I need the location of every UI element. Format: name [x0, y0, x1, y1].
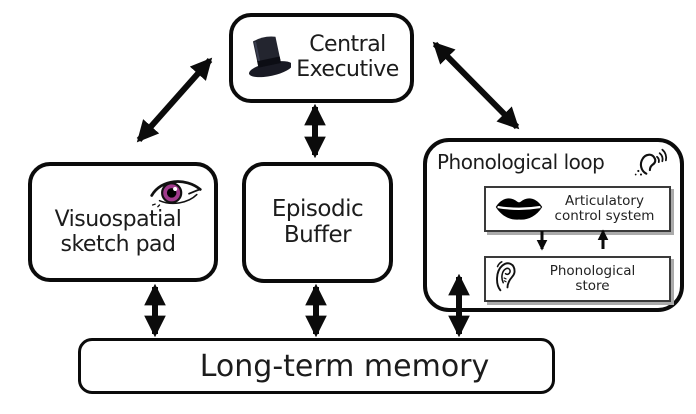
listening-ear-icon [630, 147, 668, 183]
articulatory-line2: control system [554, 208, 655, 224]
visuospatial-line1: Visuospatial [54, 207, 182, 232]
phonological-store-line1: Phonological [549, 262, 636, 279]
articulatory-control-system-label: Articulatory control system [544, 192, 665, 224]
central-executive-box: Central Executive [229, 13, 414, 103]
articulatory-line1: Articulatory [565, 192, 644, 209]
episodic-buffer-box: Episodic Buffer [242, 162, 393, 283]
long-term-memory-box: Long-term memory [78, 338, 555, 394]
visuospatial-line2: sketch pad [60, 231, 176, 257]
phonological-store-box: Phonological store [484, 256, 671, 302]
episodic-buffer-line1: Episodic [271, 195, 364, 222]
central-executive-line2: Executive [296, 57, 399, 82]
episodic-buffer-line2: Buffer [283, 221, 352, 248]
articulatory-control-system-box: Articulatory control system [484, 186, 671, 232]
phonological-store-label: Phonological store [520, 262, 665, 294]
episodic-buffer-label: Episodic Buffer [271, 195, 364, 249]
long-term-memory-label: Long-term memory [199, 348, 490, 384]
phonological-loop-box: Phonological loop Articulatory [423, 138, 684, 312]
phonological-store-line2: store [575, 278, 610, 294]
eye-icon [150, 176, 202, 212]
visuospatial-label: Visuospatial sketch pad [32, 207, 204, 257]
phonological-loop-title: Phonological loop [437, 150, 605, 174]
visuospatial-sketch-pad-box: Visuospatial sketch pad [28, 162, 218, 282]
lips-icon [494, 192, 544, 226]
central-executive-label: Central Executive [291, 33, 404, 82]
arrow-ce-pl [432, 41, 520, 130]
central-executive-line1: Central [309, 32, 386, 58]
top-hat-icon [245, 33, 293, 83]
ear-icon [494, 259, 520, 299]
arrow-ce-vs [136, 57, 213, 143]
